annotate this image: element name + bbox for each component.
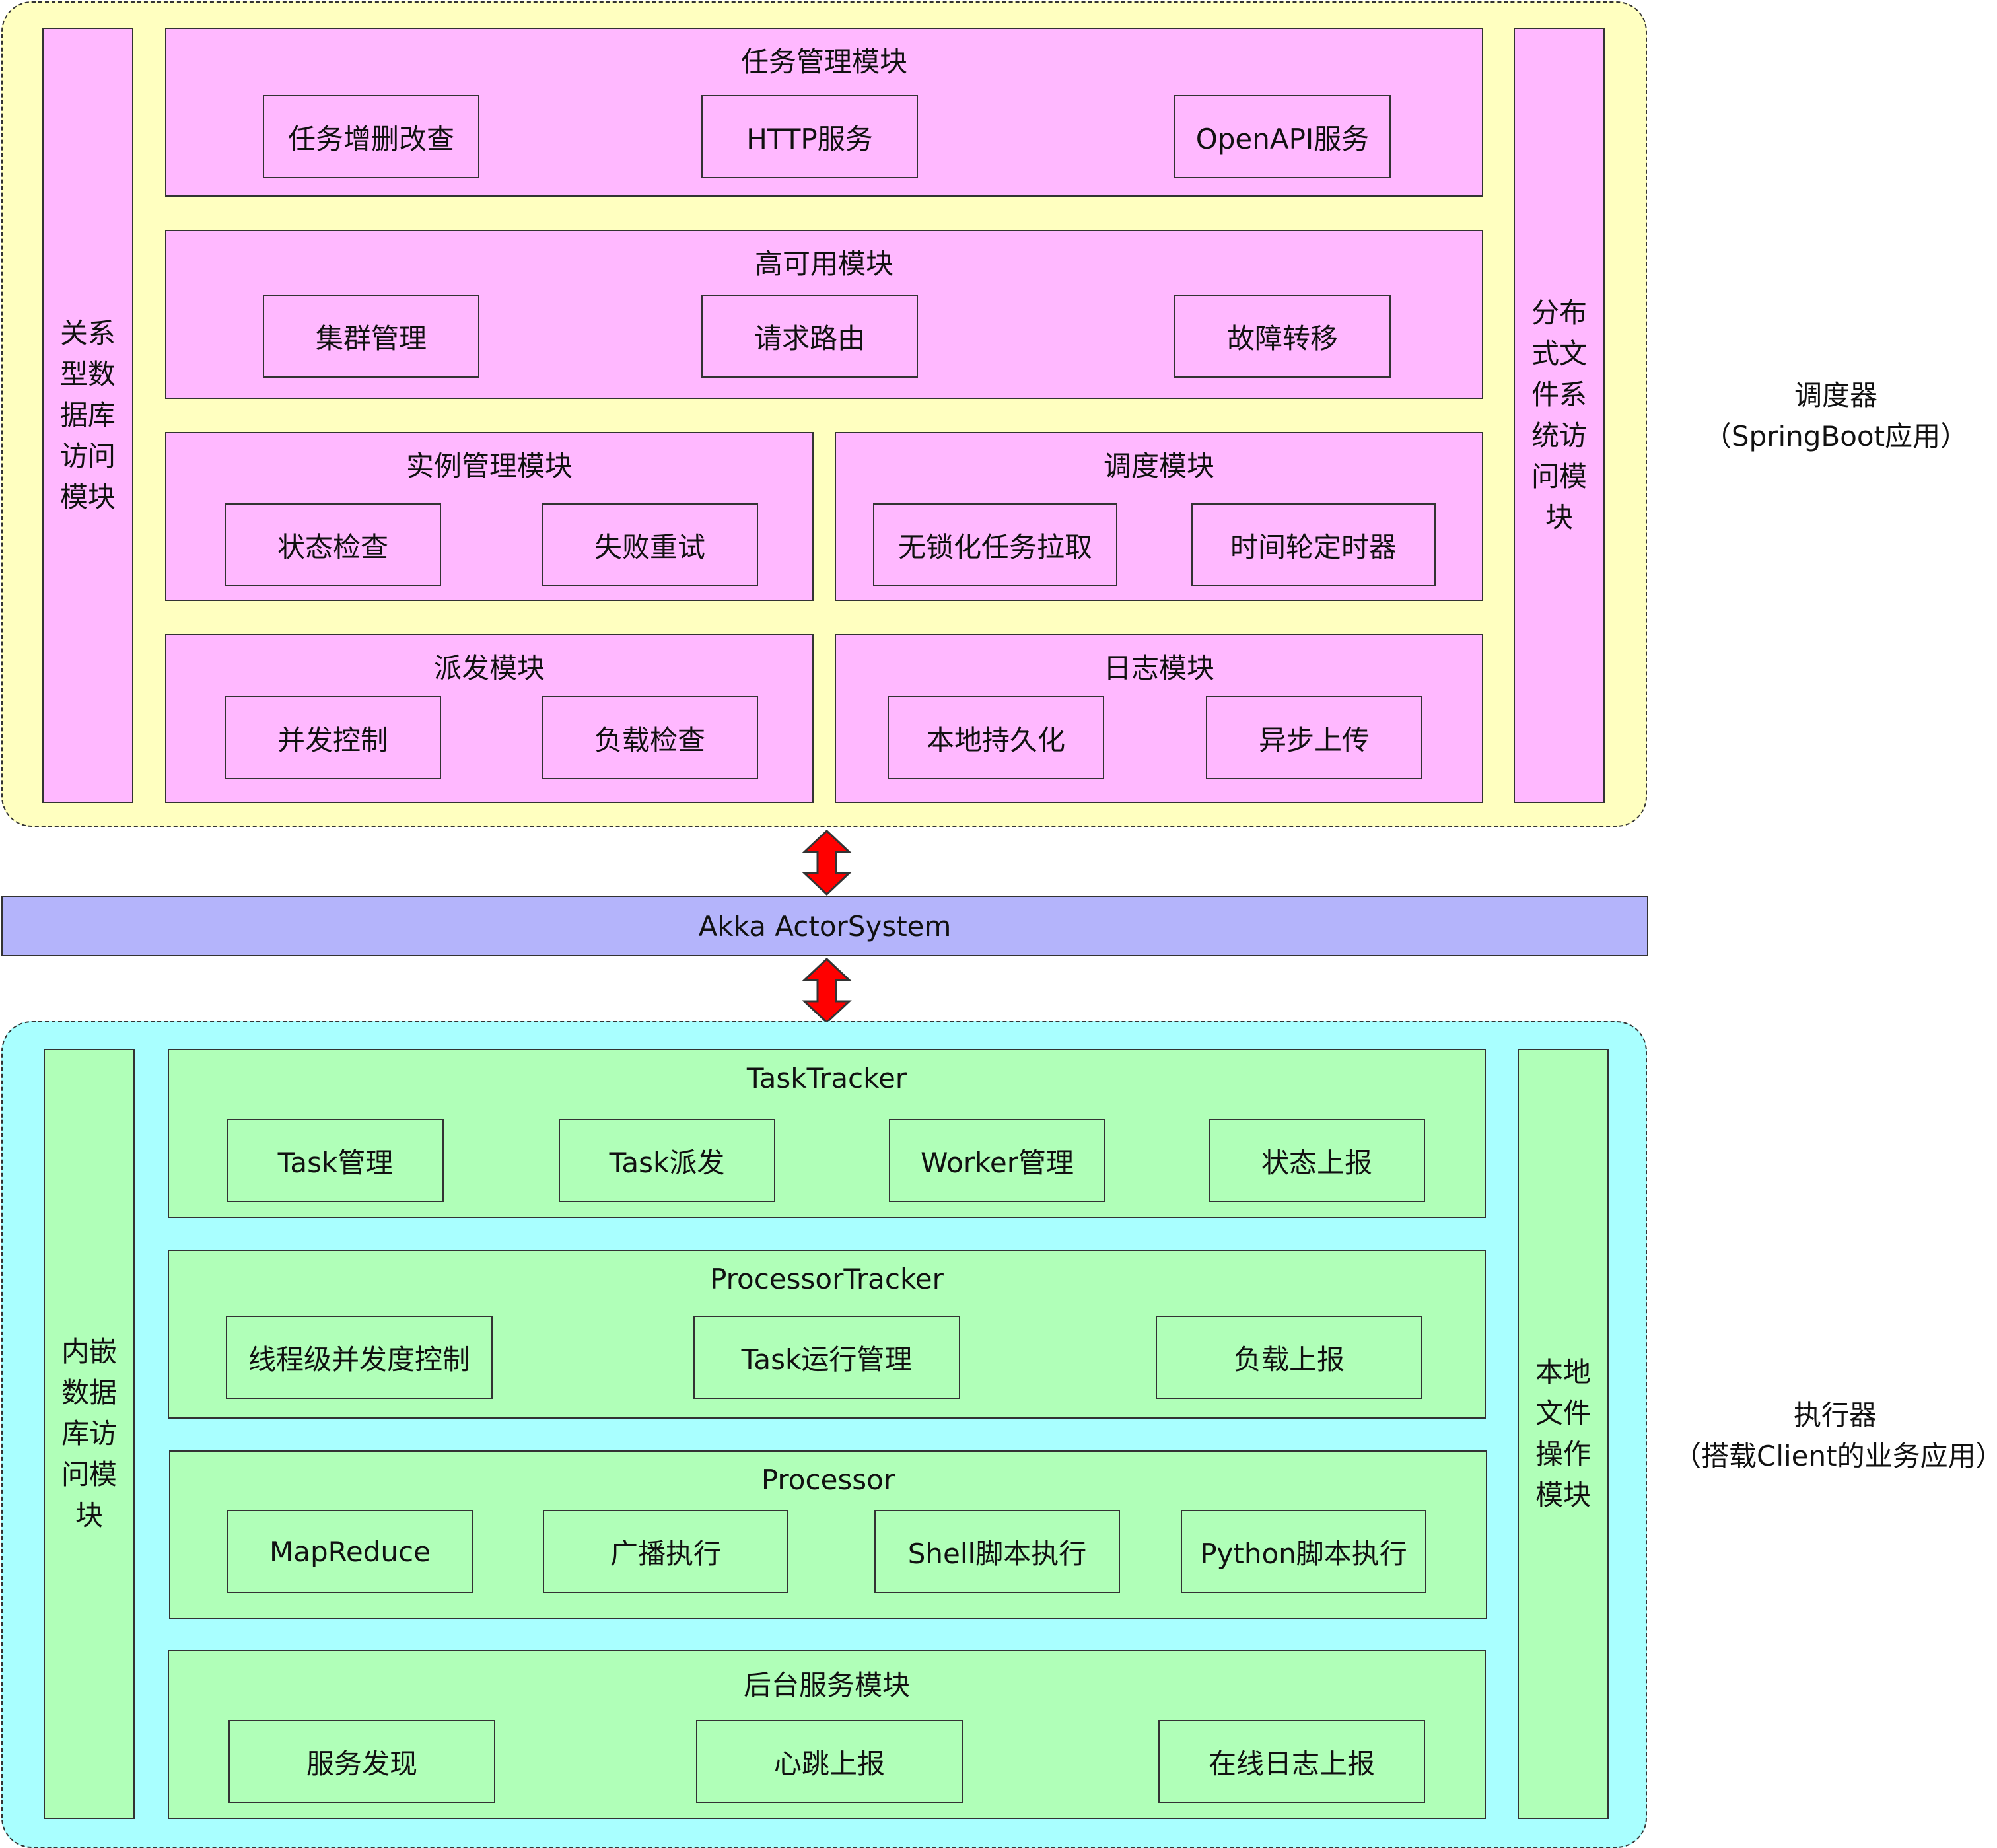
module-item: Task派发 (559, 1119, 775, 1202)
module-item: 本地持久化 (888, 696, 1104, 779)
akka-actor-system-bar: Akka ActorSystem (1, 896, 1648, 956)
module-item: 集群管理 (263, 295, 479, 378)
module-item: 负载检查 (542, 696, 758, 779)
module-item: HTTP服务 (701, 95, 918, 178)
module-item: MapReduce (227, 1510, 473, 1593)
module-item: 广播执行 (543, 1510, 788, 1593)
module-title: 实例管理模块 (405, 450, 573, 482)
worker-caption: 执行器 （搭载Client的业务应用） (1673, 1395, 1997, 1477)
double-arrow-icon (802, 958, 852, 1024)
module-item: 负载上报 (1156, 1316, 1422, 1399)
module-item: Python脚本执行 (1181, 1510, 1426, 1593)
akka-label: Akka ActorSystem (698, 909, 952, 942)
module-title: 派发模块 (433, 652, 545, 684)
module-title: 任务管理模块 (740, 46, 907, 78)
scheduler-right-side-module: 分布式文件系统访问模块 (1514, 28, 1605, 803)
processor-tracker-module: ProcessorTracker 线程级并发度控制 Task运行管理 负载上报 (168, 1250, 1486, 1419)
module-item: 无锁化任务拉取 (873, 503, 1117, 586)
module-title: 高可用模块 (754, 248, 893, 280)
module-item: 心跳上报 (696, 1720, 963, 1803)
module-item: 状态检查 (225, 503, 441, 586)
module-item: Shell脚本执行 (874, 1510, 1120, 1593)
worker-left-side-label: 内嵌数据库访问模块 (61, 1335, 117, 1532)
scheduler-right-side-label: 分布式文件系统访问模块 (1531, 297, 1587, 534)
scheduler-left-side-module: 关系型数据库访问模块 (42, 28, 133, 803)
module-title: Processor (761, 1464, 895, 1496)
high-availability-module: 高可用模块 集群管理 请求路由 故障转移 (165, 230, 1483, 399)
module-item: Worker管理 (889, 1119, 1105, 1202)
scheduler-caption-line1: 调度器 (1794, 379, 1877, 411)
module-item: Task管理 (227, 1119, 444, 1202)
module-item: 时间轮定时器 (1191, 503, 1436, 586)
module-item: 异步上传 (1206, 696, 1422, 779)
task-management-module: 任务管理模块 任务增删改查 HTTP服务 OpenAPI服务 (165, 28, 1483, 197)
module-item: 故障转移 (1174, 295, 1391, 378)
scheduling-module: 调度模块 无锁化任务拉取 时间轮定时器 (835, 432, 1483, 601)
worker-left-side-module: 内嵌数据库访问模块 (44, 1049, 135, 1819)
module-title: 日志模块 (1103, 652, 1214, 684)
worker-right-side-label: 本地文件操作模块 (1535, 1356, 1591, 1511)
module-item: 失败重试 (542, 503, 758, 586)
task-tracker-module: TaskTracker Task管理 Task派发 Worker管理 状态上报 (168, 1049, 1486, 1218)
module-item: 服务发现 (228, 1720, 495, 1803)
instance-management-module: 实例管理模块 状态检查 失败重试 (165, 432, 814, 601)
scheduler-left-side-label: 关系型数据库访问模块 (59, 317, 116, 513)
module-item: 在线日志上报 (1158, 1720, 1425, 1803)
processor-module: Processor MapReduce 广播执行 Shell脚本执行 Pytho… (169, 1450, 1487, 1619)
double-arrow-icon (802, 830, 852, 896)
scheduler-caption: 调度器 （SpringBoot应用） (1677, 375, 1994, 457)
scheduler-caption-line2: （SpringBoot应用） (1703, 420, 1969, 452)
module-title: 调度模块 (1103, 450, 1214, 482)
module-title: ProcessorTracker (710, 1263, 944, 1295)
log-module: 日志模块 本地持久化 异步上传 (835, 634, 1483, 803)
module-item: 任务增删改查 (263, 95, 479, 178)
module-item: 线程级并发度控制 (226, 1316, 493, 1399)
module-item: OpenAPI服务 (1174, 95, 1391, 178)
module-title: 后台服务模块 (743, 1669, 910, 1701)
worker-caption-line1: 执行器 (1793, 1399, 1877, 1431)
module-title: TaskTracker (746, 1062, 907, 1094)
module-item: 并发控制 (225, 696, 441, 779)
dispatch-module: 派发模块 并发控制 负载检查 (165, 634, 814, 803)
module-item: 请求路由 (701, 295, 918, 378)
worker-right-side-module: 本地文件操作模块 (1518, 1049, 1609, 1819)
background-service-module: 后台服务模块 服务发现 心跳上报 在线日志上报 (168, 1650, 1486, 1819)
module-item: 状态上报 (1209, 1119, 1425, 1202)
module-item: Task运行管理 (693, 1316, 960, 1399)
worker-caption-line2: （搭载Client的业务应用） (1673, 1440, 1997, 1472)
